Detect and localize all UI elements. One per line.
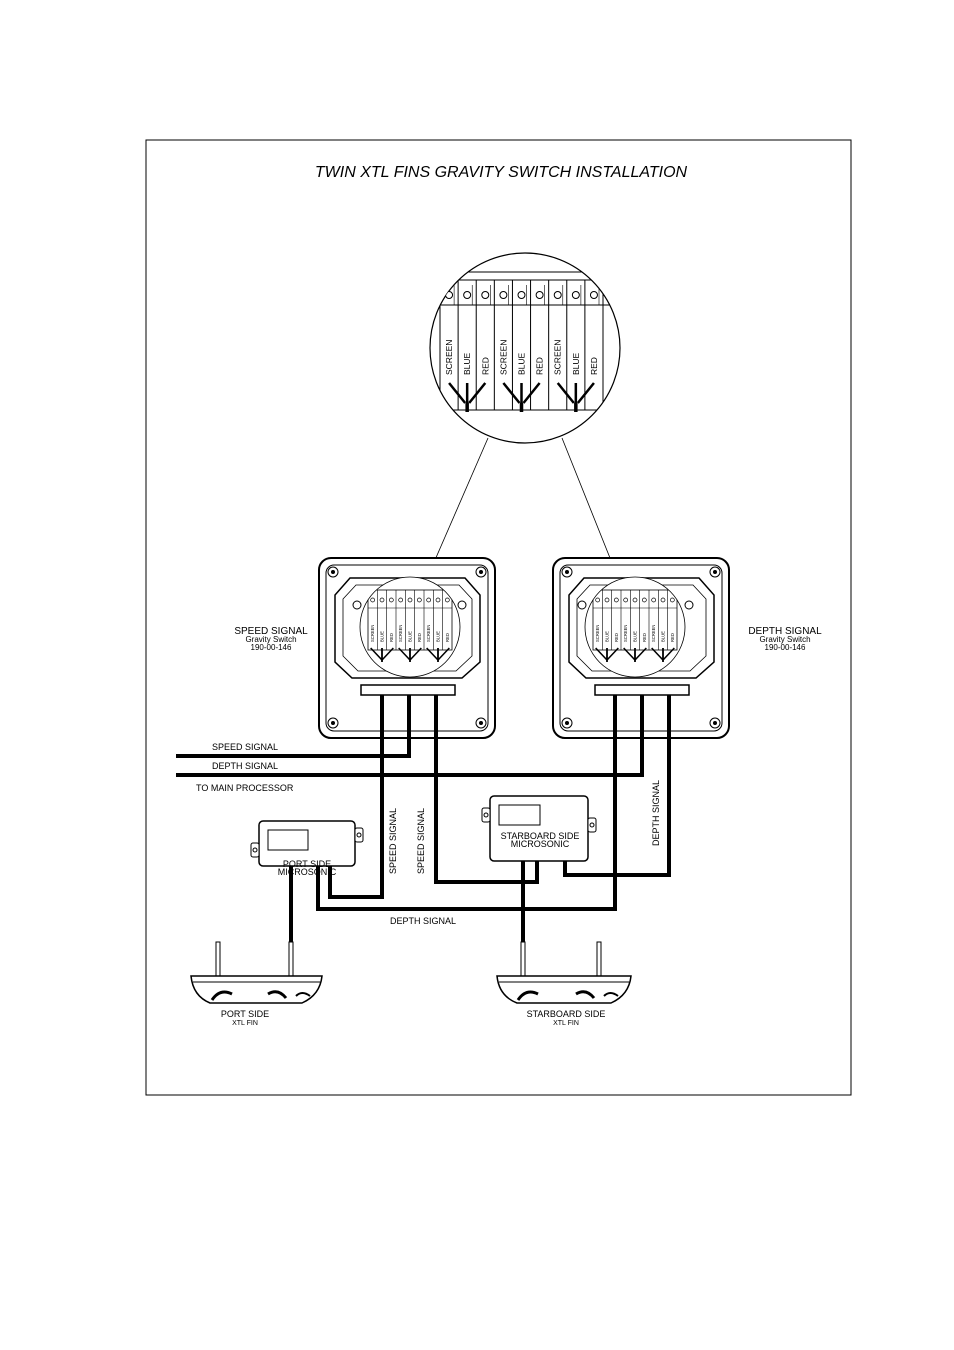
wire-bundle: [502, 382, 541, 404]
terminal-screw: [444, 597, 450, 603]
vertical-depth-signal-label: DEPTH SIGNAL: [651, 780, 661, 846]
depth-gravity-switch: SCREEN BLUE RED SCREEN BLUE RED SCREEN BLUE RED: [552, 557, 730, 739]
switch-terminal-label: SCREEN: [370, 625, 375, 642]
switch-terminal-label: BLUE: [436, 631, 441, 642]
zoom-terminal-label: RED: [480, 357, 490, 375]
terminal-zoom-detail: SCREEN BLUE RED SCREEN BLUE RED SCREEN BLUE RED: [429, 252, 621, 444]
terminal-screw: [499, 291, 508, 299]
speed-gravity-switch: SCREEN BLUE RED SCREEN BLUE RED SCREEN BLUE RED: [318, 557, 496, 739]
svg-text:PORT SIDE: PORT SIDE: [221, 1009, 269, 1019]
switch-terminal-label: RED: [445, 633, 450, 642]
terminal-screw: [669, 597, 675, 603]
speed-switch-terminals: SCREEN BLUE RED SCREEN BLUE RED SCREEN BLUE RED: [367, 589, 453, 662]
svg-text:MICROSONIC: MICROSONIC: [511, 839, 570, 849]
switch-terminal-label: SCREEN: [595, 625, 600, 642]
zoom-terminal-label: BLUE: [517, 352, 527, 375]
wire-bundle: [448, 382, 487, 404]
to-main-processor-label: TO MAIN PROCESSOR: [196, 783, 294, 793]
svg-text:MICROSONIC: MICROSONIC: [278, 867, 337, 877]
terminal-screw: [553, 291, 562, 299]
terminal-screw: [589, 291, 598, 299]
svg-text:SPEED SIGNAL: SPEED SIGNAL: [234, 626, 308, 637]
svg-text:Gravity Switch: Gravity Switch: [759, 635, 810, 644]
switch-terminal-label: BLUE: [408, 631, 413, 642]
terminal-screw: [660, 597, 666, 603]
terminal-screw: [379, 597, 385, 603]
wire-bundle: [556, 382, 595, 404]
switch-terminal-label: RED: [389, 633, 394, 642]
svg-text:STARBOARD SIDE: STARBOARD SIDE: [501, 831, 580, 841]
switch-terminal-label: BLUE: [661, 631, 666, 642]
zoom-terminal-label: SCREEN: [498, 340, 508, 375]
terminal-screw: [388, 597, 394, 603]
terminal-screw: [535, 291, 544, 299]
terminal-screw: [641, 597, 647, 603]
port-fin: PORT SIDE XTL FIN: [190, 941, 323, 1027]
switch-terminal-label: RED: [642, 633, 647, 642]
switch-terminal-label: RED: [670, 633, 675, 642]
switch-terminal-label: BLUE: [380, 631, 385, 642]
terminal-screw: [416, 597, 422, 603]
svg-text:190-00-146: 190-00-146: [251, 643, 292, 652]
bottom-depth-signal-label: DEPTH SIGNAL: [390, 916, 456, 926]
terminal-screw: [445, 291, 454, 299]
speed-signal-cable-label: SPEED SIGNAL: [212, 742, 278, 752]
terminal-screw: [571, 291, 580, 299]
terminal-screw: [435, 597, 441, 603]
terminal-screw: [398, 597, 404, 603]
svg-text:190-00-146: 190-00-146: [765, 643, 806, 652]
terminal-screw: [632, 597, 638, 603]
terminal-screw: [370, 597, 376, 603]
terminal-screw: [595, 597, 601, 603]
switch-terminal-label: SCREEN: [651, 625, 656, 642]
terminal-screw: [481, 291, 490, 299]
terminal-screw: [517, 291, 526, 299]
zoom-terminal-label: RED: [589, 357, 599, 375]
terminal-screw: [623, 597, 629, 603]
switch-terminal-label: SCREEN: [623, 625, 628, 642]
switch-terminal-label: RED: [614, 633, 619, 642]
vertical-speed-signal-label-1: SPEED SIGNAL: [388, 808, 398, 874]
terminal-screw: [613, 597, 619, 603]
svg-text:STARBOARD SIDE: STARBOARD SIDE: [527, 1009, 606, 1019]
svg-text:Gravity Switch: Gravity Switch: [245, 635, 296, 644]
zoom-terminal-label: RED: [535, 357, 545, 375]
switch-terminal-label: SCREEN: [426, 625, 431, 642]
zoom-terminal-label: BLUE: [571, 352, 581, 375]
zoom-terminal-label: SCREEN: [553, 340, 563, 375]
switch-terminal-label: RED: [417, 633, 422, 642]
depth-switch-label: DEPTH SIGNAL Gravity Switch 190-00-146: [748, 626, 822, 652]
speed-switch-label: SPEED SIGNAL Gravity Switch 190-00-146: [234, 626, 308, 652]
zoom-terminal-label: BLUE: [462, 352, 472, 375]
terminal-screw: [651, 597, 657, 603]
zoom-terminal-label: SCREEN: [444, 340, 454, 375]
svg-text:PORT SIDE: PORT SIDE: [283, 859, 331, 869]
svg-text:DEPTH SIGNAL: DEPTH SIGNAL: [748, 626, 822, 637]
terminal-screw: [426, 597, 432, 603]
terminal-screw: [407, 597, 413, 603]
cable-runs: [176, 695, 671, 946]
diagram-title: TWIN XTL FINS GRAVITY SWITCH INSTALLATIO…: [315, 164, 688, 181]
port-microsonic: PORT SIDE MICROSONIC: [250, 820, 364, 877]
diagram-frame: [145, 139, 852, 1096]
depth-signal-cable-label: DEPTH SIGNAL: [212, 761, 278, 771]
depth-switch-terminals: SCREEN BLUE RED SCREEN BLUE RED SCREEN BLUE RED: [592, 589, 678, 662]
terminal-screw: [604, 597, 610, 603]
starboard-fin: STARBOARD SIDE XTL FIN: [496, 941, 632, 1027]
switch-terminal-label: BLUE: [633, 631, 638, 642]
svg-text:XTL FIN: XTL FIN: [553, 1020, 579, 1027]
svg-text:XTL FIN: XTL FIN: [232, 1020, 258, 1027]
switch-terminal-label: SCREEN: [398, 625, 403, 642]
vertical-speed-signal-label-2: SPEED SIGNAL: [416, 808, 426, 874]
terminal-screw: [463, 291, 472, 299]
starboard-microsonic: STARBOARD SIDE MICROSONIC: [481, 795, 597, 862]
switch-terminal-label: BLUE: [605, 631, 610, 642]
